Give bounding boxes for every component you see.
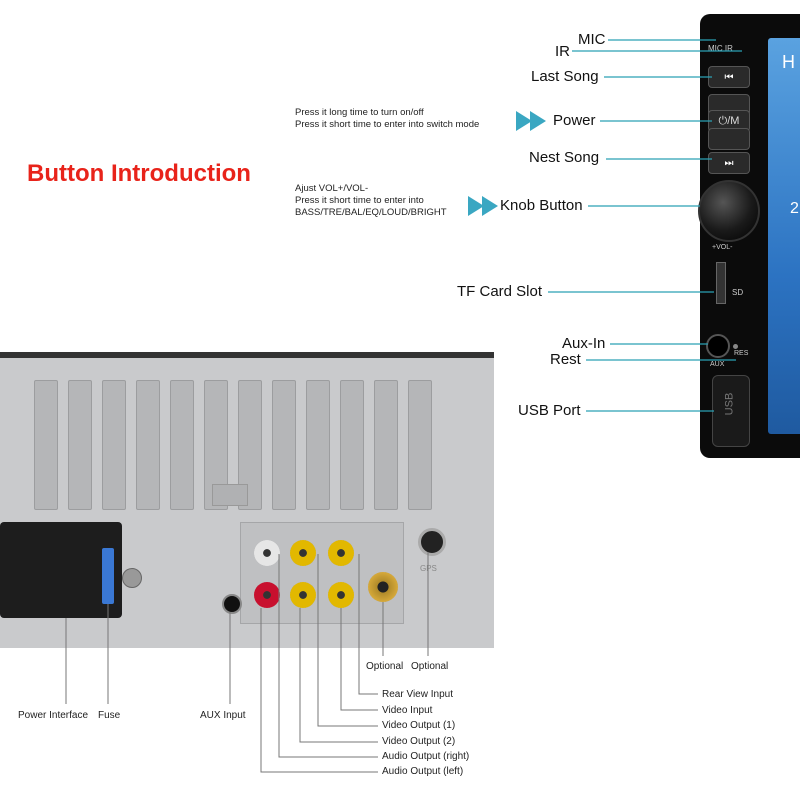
knob-note-line: Press it short time to enter into <box>295 195 424 206</box>
video-input-leader <box>340 608 378 711</box>
power-note: Press it long time to turn on/off Press … <box>295 107 479 131</box>
front-blank-button-2[interactable] <box>708 128 750 150</box>
usb-port-label: USB Port <box>518 402 581 419</box>
rear-view-input-jack[interactable] <box>328 540 354 566</box>
video-output-2-label: Video Output (2) <box>382 736 456 747</box>
mic-label: MIC <box>578 31 606 48</box>
volume-knob[interactable] <box>698 180 760 242</box>
mount-tab <box>212 484 248 506</box>
power-interface-label: Power Interface <box>18 710 89 721</box>
rear-view-input-leader <box>358 554 378 695</box>
heatsink-fin <box>170 380 194 510</box>
knob-arrow-2 <box>482 196 498 216</box>
gps-jack[interactable] <box>418 528 446 556</box>
video-output-1-jack[interactable] <box>290 540 316 566</box>
power-note-line: Press it short time to enter into switch… <box>295 119 480 130</box>
screen-digit: 2 <box>790 200 799 217</box>
vol-marking: +VOL- <box>712 244 733 251</box>
ir-label: IR <box>555 43 570 60</box>
video-output-2-leader <box>299 608 378 743</box>
aux-input-label: AUX Input <box>200 710 246 721</box>
heatsink-fin <box>34 380 58 510</box>
knob-note-line: Ajust VOL+/VOL- <box>295 183 369 194</box>
fuse[interactable] <box>102 548 114 604</box>
knob-note: Ajust VOL+/VOL- Press it short time to e… <box>295 183 447 219</box>
last-song-label: Last Song <box>531 68 599 85</box>
tf-card-slot-label: TF Card Slot <box>457 283 543 300</box>
video-output-2-jack[interactable] <box>290 582 316 608</box>
sd-marking: SD <box>732 288 744 297</box>
res-marking: RES <box>734 350 749 357</box>
audio-output-right-label: Audio Output (right) <box>382 751 470 762</box>
heatsink-fin <box>306 380 330 510</box>
video-output-1-leader <box>317 554 378 727</box>
audio-output-left-jack[interactable] <box>254 582 280 608</box>
aux-in-label: Aux-In <box>562 335 606 352</box>
heatsink-fin <box>102 380 126 510</box>
power-label: Power <box>553 112 596 129</box>
aux-in-jack[interactable] <box>706 334 730 358</box>
video-input-jack[interactable] <box>328 582 354 608</box>
ground-screw <box>122 568 142 588</box>
touch-screen <box>768 38 800 434</box>
fuse-label: Fuse <box>98 710 121 721</box>
reset-pinhole[interactable] <box>733 344 738 349</box>
rear-view-input-label: Rear View Input <box>382 689 453 700</box>
video-input-label: Video Input <box>382 705 433 716</box>
heatsink-fin <box>340 380 364 510</box>
heatsink-fin <box>408 380 432 510</box>
skip-forward-icon: ⏭ <box>724 158 734 169</box>
last-song-button[interactable]: ⏮ <box>708 66 750 88</box>
rest-label: Rest <box>550 351 581 368</box>
power-arrow-2 <box>530 111 546 131</box>
knob-button-label: Knob Button <box>500 197 583 214</box>
skip-back-icon: ⏮ <box>724 72 734 83</box>
heatsink-fin <box>136 380 160 510</box>
screen-letter: H <box>782 52 795 72</box>
nest-song-label: Nest Song <box>529 149 600 166</box>
optional-label-1: Optional <box>366 661 404 672</box>
next-song-button[interactable]: ⏭ <box>708 152 750 174</box>
power-arrow-1 <box>516 111 532 131</box>
mic-ir-marking: MIC IR <box>708 44 733 53</box>
aux-input-jack[interactable] <box>222 594 242 614</box>
heatsink-fin <box>374 380 398 510</box>
power-note-line: Press it long time to turn on/off <box>295 107 424 118</box>
antenna-jack[interactable] <box>368 572 398 602</box>
audio-output-left-label: Audio Output (left) <box>382 766 464 777</box>
video-output-1-label: Video Output (1) <box>382 720 456 731</box>
optional-label-2: Optional <box>411 661 449 672</box>
tf-card-slot[interactable] <box>716 262 726 304</box>
audio-output-left-leader <box>260 608 378 773</box>
knob-arrow-1 <box>468 196 484 216</box>
audio-output-right-jack[interactable] <box>254 540 280 566</box>
audio-output-right-leader <box>278 554 378 758</box>
heatsink-fin <box>272 380 296 510</box>
heatsink-fin <box>68 380 92 510</box>
power-interface-connector[interactable] <box>0 522 122 618</box>
knob-note-line: BASS/TRE/BAL/EQ/LOUD/BRIGHT <box>295 207 447 218</box>
page-title: Button Introduction <box>27 160 251 187</box>
aux-marking: AUX <box>710 361 725 368</box>
